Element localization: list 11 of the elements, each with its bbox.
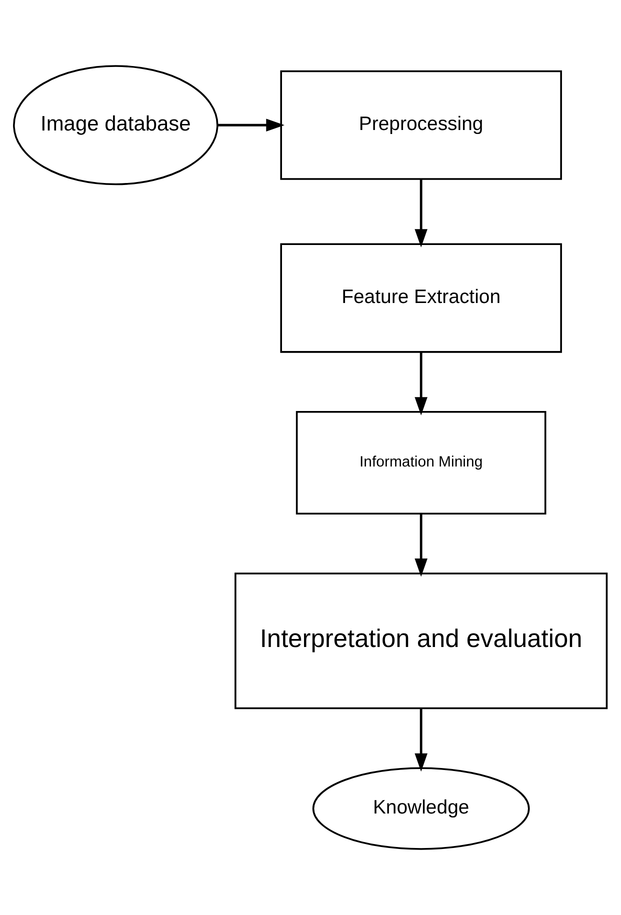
node-box: Feature Extraction [280, 243, 562, 353]
node-box: Preprocessing [280, 70, 562, 180]
arrow [414, 708, 428, 772]
arrow [414, 352, 428, 416]
arrow [414, 514, 428, 577]
arrow [414, 179, 428, 248]
arrow [217, 118, 284, 132]
node-box: Interpretation and evaluation [234, 572, 608, 710]
node-ellipse: Image database [13, 65, 218, 186]
node-ellipse: Knowledge [312, 767, 530, 850]
node-box: Information Mining [296, 410, 546, 515]
